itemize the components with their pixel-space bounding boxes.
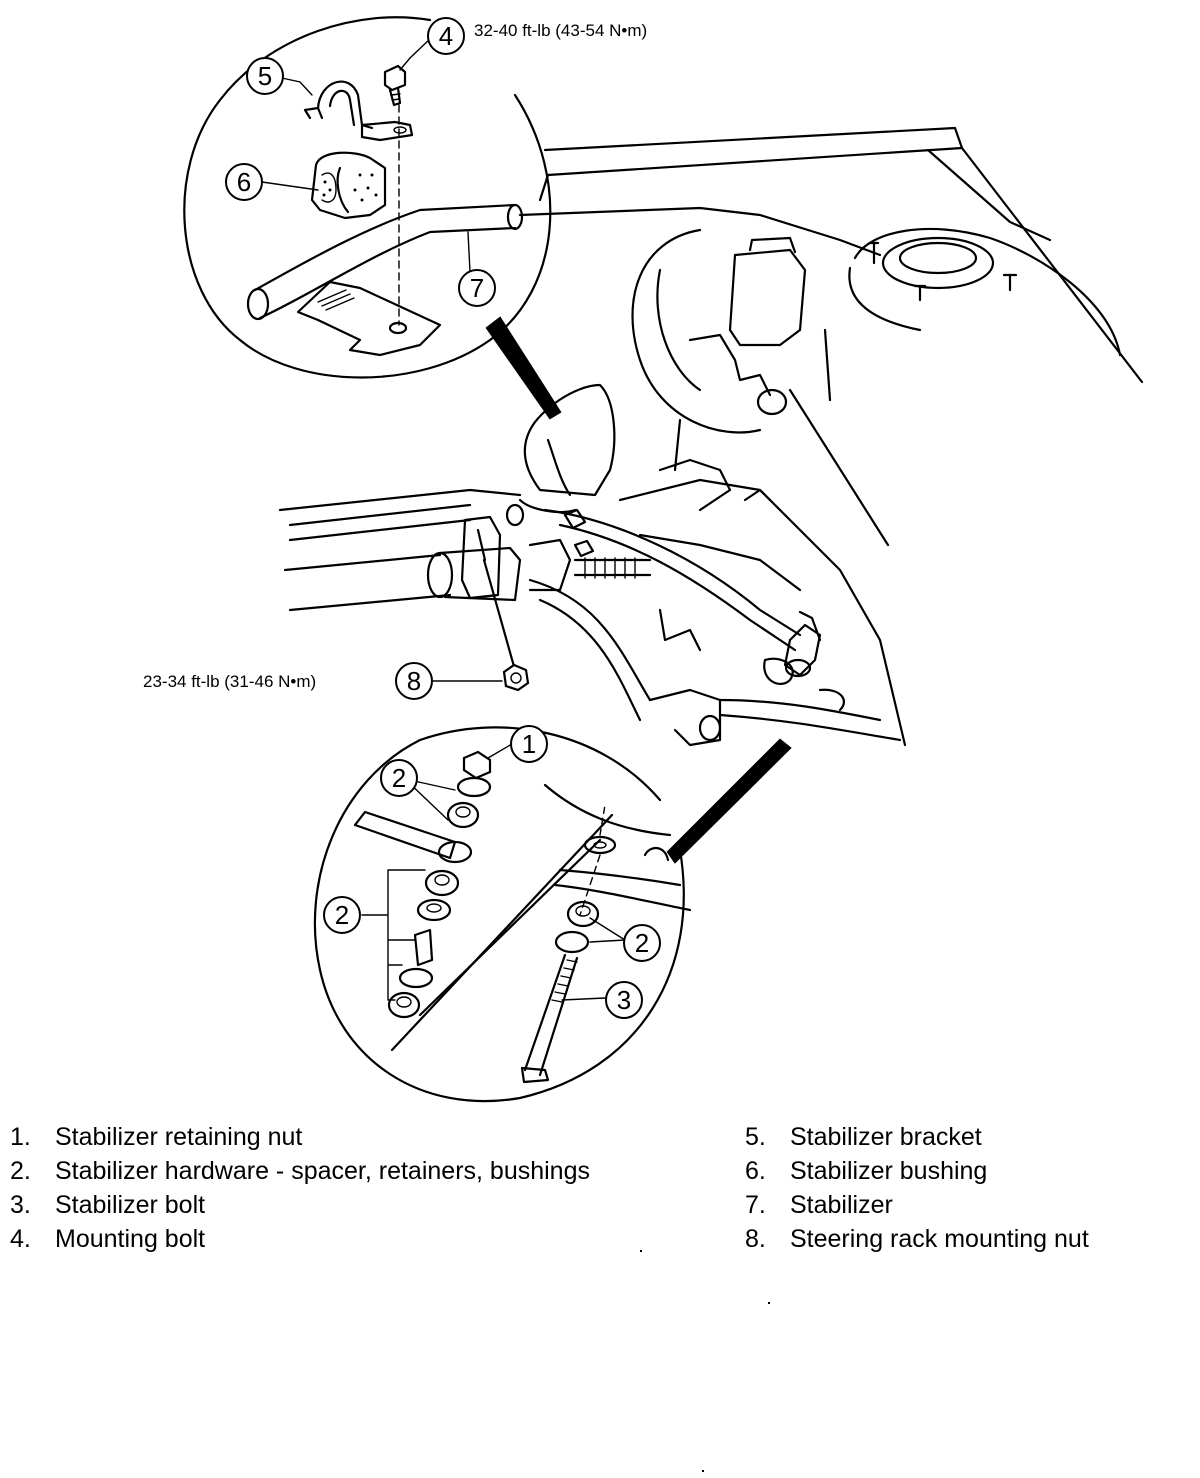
legend-item-number: 3. (10, 1191, 31, 1219)
legend-item-number: 6. (745, 1157, 766, 1185)
svg-text:7: 7 (470, 273, 484, 303)
callout-2-left: 2 (323, 896, 361, 934)
callout-1: 1 (510, 725, 548, 763)
callout-2-right: 2 (623, 924, 661, 962)
torque-rack-nut: 23-34 ft-lb (31-46 N•m) (143, 672, 316, 691)
legend-item: 6. Stabilizer bushing (745, 1154, 1089, 1188)
legend-item-number: 1. (10, 1123, 31, 1151)
legend-item: 7. Stabilizer (745, 1188, 1089, 1222)
legend-item: 3. Stabilizer bolt (10, 1188, 590, 1222)
callout-6: 6 (225, 163, 263, 201)
torque-mounting-bolt: 32-40 ft-lb (43-54 N•m) (474, 21, 647, 40)
scan-speck (640, 1250, 642, 1252)
svg-text:2: 2 (392, 763, 406, 793)
legend-item: 2. Stabilizer hardware - spacer, retainer… (10, 1154, 590, 1188)
callout-4: 4 (427, 17, 465, 55)
svg-text:2: 2 (335, 900, 349, 930)
legend-item-label: Stabilizer bracket (790, 1123, 982, 1151)
svg-text:1: 1 (522, 729, 536, 759)
legend-item-number: 4. (10, 1225, 31, 1253)
legend-item-label: Stabilizer (790, 1191, 893, 1219)
legend-item-label: Stabilizer bolt (55, 1191, 206, 1219)
callout-7: 7 (458, 269, 496, 307)
legend-item: 4. Mounting bolt (10, 1222, 590, 1256)
stabilizer-diagram: 1 2 2 2 3 4 5 6 7 8 32-40 ft-lb (43-54 N… (143, 16, 1144, 1103)
legend-item-label: Stabilizer hardware - spacer, retainers,… (55, 1157, 590, 1185)
callout-2-upper: 2 (380, 759, 418, 797)
legend-item: 1. Stabilizer retaining nut (10, 1120, 590, 1154)
lower-detail-circle (313, 726, 792, 1103)
svg-text:8: 8 (407, 666, 421, 696)
svg-text:5: 5 (258, 61, 272, 91)
legend-item-label: Mounting bolt (55, 1225, 206, 1253)
svg-text:3: 3 (617, 985, 631, 1015)
legend-column-right: 5. Stabilizer bracket 6. Stabilizer bushin… (745, 1120, 1089, 1256)
scan-speck (702, 1470, 704, 1472)
legend-item-number: 7. (745, 1191, 766, 1219)
callout-5: 5 (246, 57, 284, 95)
legend-item: 8. Steering rack mounting nut (745, 1222, 1089, 1256)
svg-text:6: 6 (237, 167, 251, 197)
legend-item-number: 2. (10, 1157, 31, 1185)
legend-item-label: Stabilizer retaining nut (55, 1123, 303, 1151)
legend-column-left: 1. Stabilizer retaining nut 2. Stabilizer … (10, 1120, 590, 1256)
callout-8: 8 (395, 662, 433, 700)
legend-item: 5. Stabilizer bracket (745, 1120, 1089, 1154)
legend-item-number: 8. (745, 1225, 766, 1253)
parts-legend: 1. Stabilizer retaining nut 2. Stabilizer … (0, 1120, 1200, 1270)
legend-item-label: Steering rack mounting nut (790, 1225, 1089, 1253)
vehicle-body-linework (278, 126, 1144, 747)
legend-item-label: Stabilizer bushing (790, 1157, 988, 1185)
legend-item-number: 5. (745, 1123, 766, 1151)
scan-speck (768, 1302, 770, 1304)
svg-text:2: 2 (635, 928, 649, 958)
callout-3: 3 (605, 981, 643, 1019)
upper-detail-circle (183, 16, 562, 420)
svg-text:4: 4 (439, 21, 453, 51)
